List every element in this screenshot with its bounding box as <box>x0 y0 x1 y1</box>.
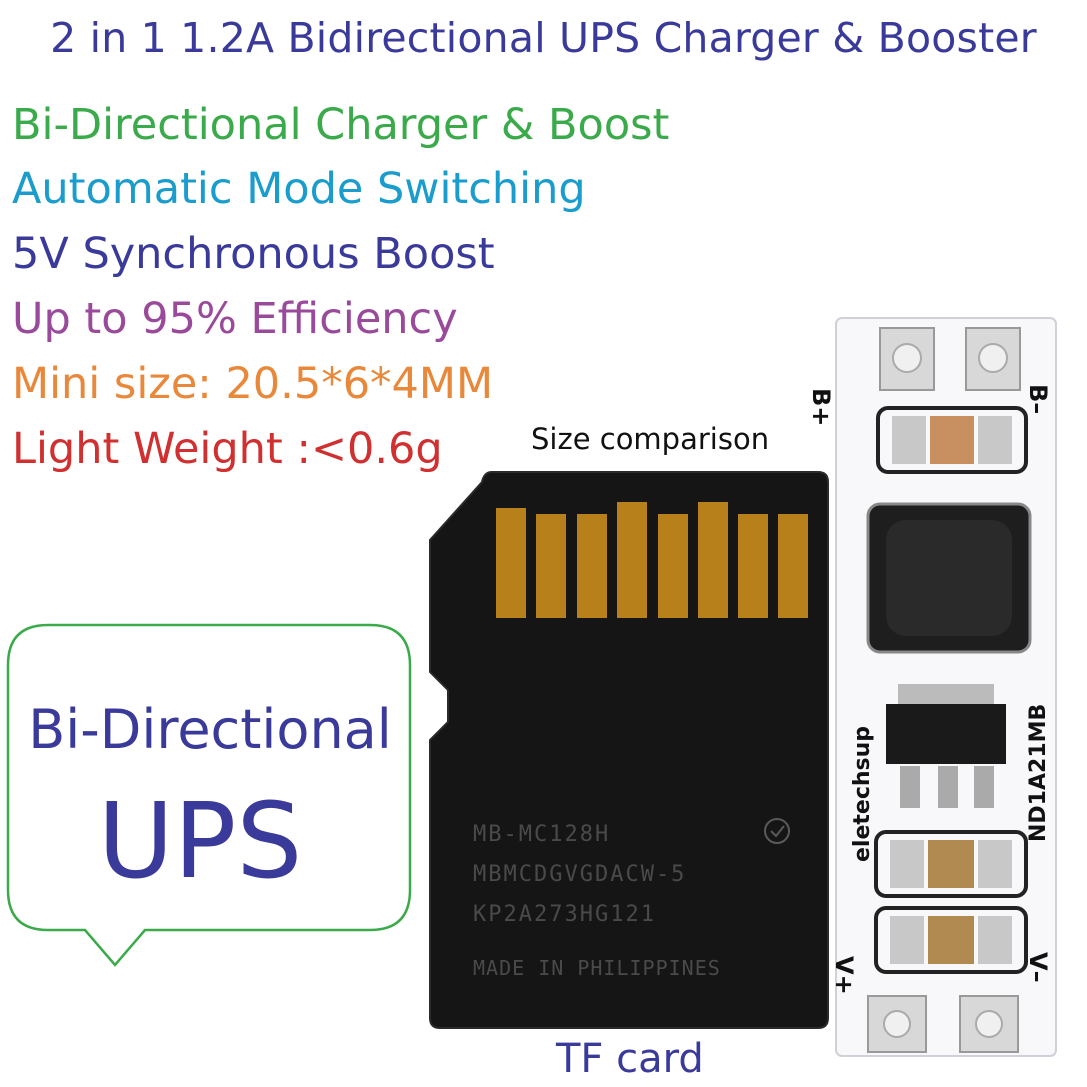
tf-card-text-4: MADE IN PHILIPPINES <box>473 956 721 980</box>
silkscreen-model: ND1A21MB <box>1026 703 1051 842</box>
feature-bidirectional: Bi-Directional Charger & Boost <box>12 100 670 150</box>
tf-card-caption: TF card <box>556 1036 704 1082</box>
pad-label-b-plus: B+ <box>807 388 835 427</box>
feature-auto-switching: Automatic Mode Switching <box>12 164 586 214</box>
pad-v-plus <box>867 995 927 1053</box>
size-comparison-caption: Size comparison <box>531 422 770 456</box>
feature-light-weight: Light Weight :<0.6g <box>12 424 443 474</box>
feature-efficiency: Up to 95% Efficiency <box>12 294 458 344</box>
check-icon <box>764 818 790 844</box>
tf-card-text-3: KP2A273HG121 <box>473 902 656 927</box>
ic-chip <box>886 704 1006 764</box>
pad-label-v-plus: V+ <box>830 956 858 995</box>
tf-card-text-1: MB-MC128H <box>473 822 611 847</box>
silkscreen-brand: eletechsup <box>850 725 875 862</box>
tf-card <box>429 471 829 1029</box>
page-title: 2 in 1 1.2A Bidirectional UPS Charger & … <box>50 14 1037 62</box>
bubble-line-ups: UPS <box>97 780 303 902</box>
feature-sync-boost: 5V Synchronous Boost <box>12 229 495 279</box>
pad-label-b-minus: B– <box>1024 384 1052 415</box>
ups-module-pcb <box>835 317 1057 1057</box>
tf-card-contacts <box>496 502 808 618</box>
tf-card-text-2: MBMCDGVGDACW-5 <box>473 862 687 887</box>
bubble-line-bidirectional: Bi-Directional <box>28 698 392 761</box>
pad-label-v-minus: V– <box>1024 952 1052 983</box>
feature-mini-size: Mini size: 20.5*6*4MM <box>12 359 494 409</box>
